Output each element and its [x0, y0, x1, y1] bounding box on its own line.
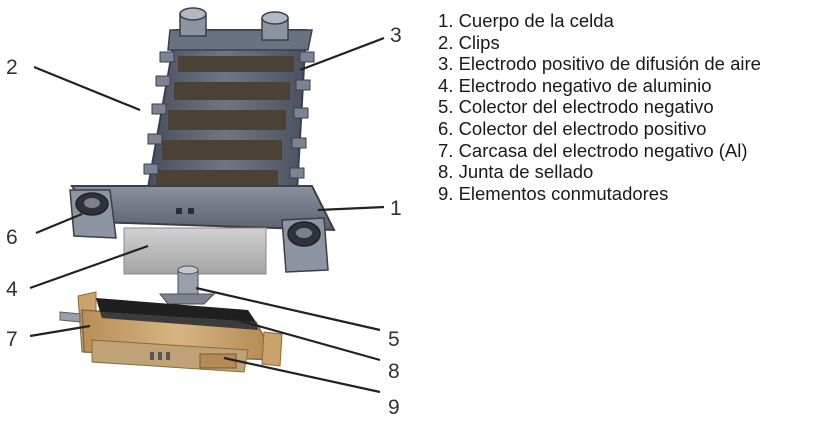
cell-diagram: 1 2 3 4 5 6 7 8 9 [6, 7, 402, 419]
leader-line-8 [229, 316, 381, 362]
sealing-gasket [96, 298, 258, 330]
negative-collector [158, 265, 216, 305]
callout-2: 2 [6, 56, 18, 79]
callout-6: 6 [6, 226, 18, 249]
legend-item-1: 1. Cuerpo de la celda [438, 10, 614, 31]
legend-item-9: 9. Elementos conmutadores [438, 182, 669, 204]
legend-list: 1. Cuerpo de la celda 2. Clips 3. Electr… [438, 10, 810, 204]
leader-line-5 [195, 286, 381, 332]
leader-lines [29, 36, 385, 394]
leader-line-7 [29, 324, 91, 338]
callout-1: 1 [390, 197, 402, 220]
legend-item-3: 3. Electrodo positivo de difusión de air… [438, 53, 761, 75]
legend-item-2: 2. Clips [438, 31, 500, 53]
callout-numbers: 1 2 3 4 5 6 7 8 9 [6, 24, 402, 419]
positive-collectors [69, 189, 329, 273]
aluminium-anode [123, 227, 267, 275]
clips [143, 51, 315, 179]
callout-3: 3 [390, 24, 402, 47]
top-post-right [261, 11, 289, 41]
leader-line-2 [33, 65, 141, 112]
leader-line-4 [29, 244, 149, 290]
legend-item-7: 7. Carcasa del electrodo negativo (Al) [438, 139, 748, 161]
leader-line-3 [299, 36, 385, 72]
legend-item-6: 6. Colector del electrodo positivo [438, 117, 707, 139]
leader-line-9 [223, 356, 381, 394]
leader-line-6 [35, 212, 83, 235]
air-cathode [156, 56, 294, 192]
legend-item-4: 4. Electrodo negativo de aluminio [438, 74, 712, 96]
legend-item-8: 8. Junta de sellado [438, 161, 594, 183]
top-post-left [179, 7, 207, 37]
switching-elements [199, 353, 237, 369]
callout-7: 7 [6, 328, 18, 351]
cell-illustration: 1 2 3 4 5 6 7 8 9 [6, 7, 402, 419]
leader-line-1 [317, 205, 385, 212]
callout-4: 4 [6, 278, 18, 301]
callout-8: 8 [388, 360, 400, 383]
callout-9: 9 [388, 396, 400, 419]
legend-item-5: 5. Colector del electrodo negativo [438, 96, 714, 118]
callout-5: 5 [388, 328, 400, 351]
